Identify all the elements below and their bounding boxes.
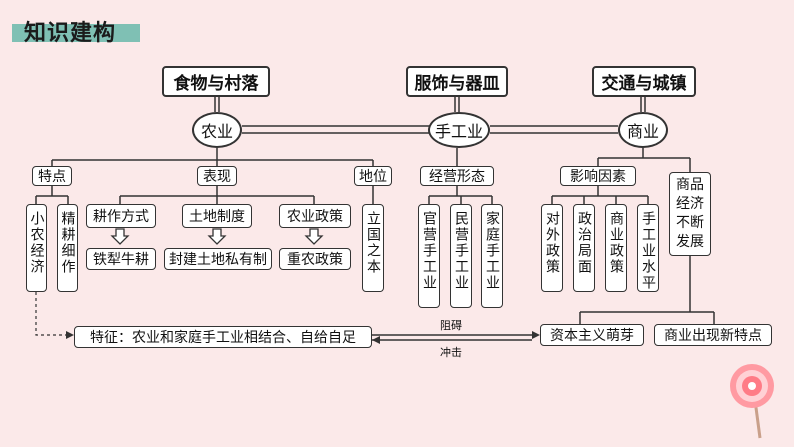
factor-political: 政治局面 [573, 204, 595, 292]
manifest-head-cultivation: 耕作方式 [86, 204, 156, 228]
feature-summary-box: 特征：农业和家庭手工业相结合、自给自足 [74, 326, 372, 348]
feature-small-farming: 小农经济 [26, 204, 47, 292]
manifest-detail-plough: 铁犁牛耕 [86, 248, 156, 270]
manifest-detail-agri-policy: 重农政策 [279, 248, 351, 270]
factor-foreign-policy: 对外政策 [541, 204, 563, 292]
agriculture-hub: 农业 [192, 112, 242, 148]
feature-intensive-farming: 精耕细作 [57, 204, 78, 292]
factor-handicraft-level: 手工业水平 [637, 204, 659, 292]
lollipop-decoration-icon [730, 364, 774, 439]
status-label: 地位 [354, 166, 392, 186]
factor-commercial-policy: 商业政策 [605, 204, 627, 292]
page-title: 知识建构 [24, 21, 117, 46]
form-household: 家庭手工业 [481, 204, 503, 308]
manifest-detail-land-ownership: 封建土地私有制 [164, 248, 272, 270]
business-forms-label: 经营形态 [420, 166, 494, 186]
form-official: 官营手工业 [418, 204, 440, 308]
clothing-vessels-box: 服饰与器皿 [406, 66, 508, 97]
handicraft-hub: 手工业 [428, 112, 490, 148]
impact-label: 冲击 [440, 346, 462, 359]
food-village-box: 食物与村落 [162, 66, 270, 97]
transport-town-box: 交通与城镇 [592, 66, 696, 97]
status-foundation: 立国之本 [362, 204, 384, 292]
commodity-economy-box: 商品经济不断发展 [669, 172, 711, 256]
features-label: 特点 [32, 166, 72, 186]
capitalism-sprout-box: 资本主义萌芽 [540, 324, 644, 346]
manifest-label: 表现 [197, 166, 237, 186]
manifest-head-land: 土地制度 [182, 204, 252, 228]
commerce-hub: 商业 [618, 112, 668, 148]
factors-label: 影响因素 [560, 166, 636, 186]
commerce-new-features-box: 商业出现新特点 [654, 324, 772, 346]
form-private: 民营手工业 [450, 204, 472, 308]
manifest-head-policy: 农业政策 [279, 204, 351, 228]
title-highlight [12, 24, 140, 42]
hinder-label: 阻碍 [440, 319, 462, 332]
